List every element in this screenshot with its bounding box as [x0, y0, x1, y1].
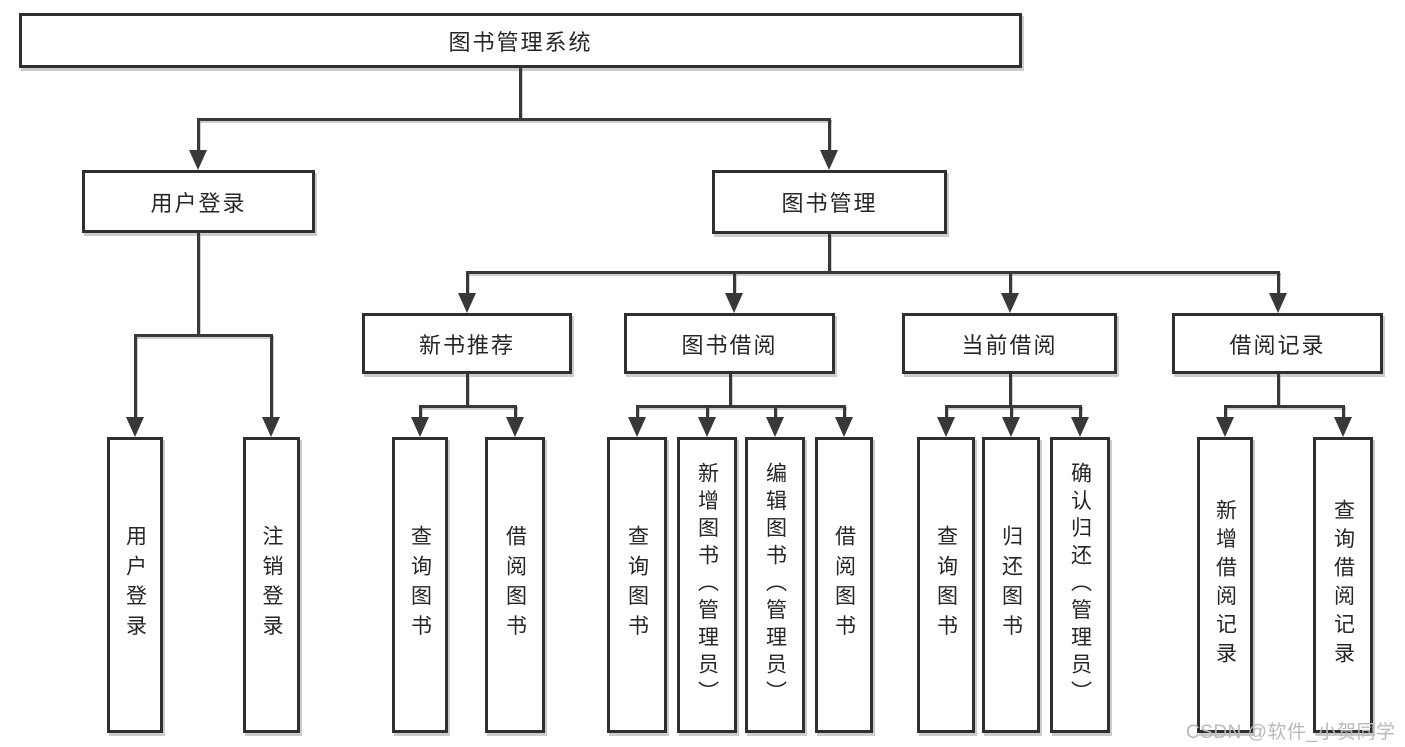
leaf-edit-books-admin-label: 编辑图书（管理员）	[763, 462, 787, 708]
leaf-borrow-books-rec: 借阅图书	[485, 437, 545, 733]
leaf-user-login-label: 用户登录	[123, 525, 147, 645]
connector-bar	[1223, 404, 1345, 408]
connector-bar	[133, 333, 273, 337]
leaf-return-books: 归还图书	[982, 437, 1040, 733]
leaf-query-books-current: 查询图书	[917, 437, 975, 733]
leaf-edit-books-admin: 编辑图书（管理员）	[745, 437, 805, 733]
node-book-management-label: 图书管理	[781, 191, 878, 216]
node-book-borrowing: 图书借阅	[624, 313, 835, 374]
connector-drop-line	[513, 406, 517, 419]
connector-drop-line	[1008, 272, 1012, 295]
csdn-watermark: CSDN @软件_小贺同学	[1186, 722, 1396, 743]
leaf-add-books-admin: 新增图书（管理员）	[677, 437, 737, 733]
leaf-borrow-books-label: 借阅图书	[832, 525, 856, 645]
arrowhead-down-icon	[1269, 293, 1287, 313]
leaf-query-borrow-record: 查询借阅记录	[1313, 437, 1373, 733]
connector-bar	[196, 117, 831, 121]
connector-drop-line	[133, 335, 137, 419]
connector-stem	[518, 68, 522, 119]
arrowhead-down-icon	[698, 417, 716, 437]
connector-drop-line	[1078, 406, 1082, 419]
connector-stem	[827, 234, 831, 272]
connector-drop-line	[269, 335, 273, 419]
node-borrowing-records: 借阅记录	[1172, 313, 1383, 374]
connector-drop-line	[1276, 272, 1280, 295]
connector-bar	[418, 404, 517, 408]
connector-drop-line	[773, 406, 777, 419]
leaf-confirm-return-admin-label: 确认归还（管理员）	[1068, 462, 1092, 708]
connector-drop-line	[842, 406, 846, 419]
leaf-query-books-rec: 查询图书	[392, 437, 448, 733]
arrowhead-down-icon	[506, 417, 524, 437]
node-book-borrowing-label: 图书借阅	[681, 332, 778, 358]
leaf-borrow-books: 借阅图书	[815, 437, 873, 733]
connector-drop-line	[465, 272, 469, 295]
connector-bar	[465, 270, 1280, 274]
connector-drop-line	[705, 406, 709, 419]
node-user-login: 用户登录	[82, 170, 315, 233]
arrowhead-down-icon	[725, 293, 743, 313]
leaf-confirm-return-admin: 确认归还（管理员）	[1050, 437, 1110, 733]
node-library-system-label: 图书管理系统	[448, 29, 593, 55]
connector-bar	[944, 404, 1082, 408]
leaf-query-books-borrow-label: 查询图书	[625, 525, 649, 645]
leaf-return-books-label: 归还图书	[999, 525, 1023, 645]
leaf-user-login: 用户登录	[107, 437, 163, 733]
arrowhead-down-icon	[1216, 417, 1234, 437]
arrowhead-down-icon	[628, 417, 646, 437]
leaf-logout-label: 注销登录	[260, 525, 283, 645]
leaf-query-books-rec-label: 查询图书	[408, 525, 432, 645]
arrowhead-down-icon	[411, 417, 429, 437]
node-borrowing-records-label: 借阅记录	[1229, 332, 1326, 358]
leaf-query-books-borrow: 查询图书	[607, 437, 667, 733]
arrowhead-down-icon	[1071, 417, 1089, 437]
leaf-borrow-books-rec-label: 借阅图书	[503, 525, 527, 645]
arrowhead-down-icon	[835, 417, 853, 437]
connector-drop-line	[635, 406, 639, 419]
connector-drop-line	[944, 406, 948, 419]
connector-stem	[1276, 374, 1280, 406]
node-new-book-recommend-label: 新书推荐	[418, 332, 515, 358]
leaf-query-borrow-record-label: 查询借阅记录	[1331, 499, 1355, 671]
arrowhead-down-icon	[189, 150, 207, 170]
arrowhead-down-icon	[937, 417, 955, 437]
connector-bar	[635, 404, 846, 408]
node-user-login-label: 用户登录	[150, 190, 247, 216]
leaf-add-books-admin-label: 新增图书（管理员）	[695, 462, 719, 708]
arrowhead-down-icon	[126, 417, 144, 437]
connector-drop-line	[732, 272, 736, 295]
node-current-borrowing-label: 当前借阅	[961, 332, 1058, 358]
connector-drop-line	[1341, 406, 1345, 419]
connector-drop-line	[196, 119, 200, 152]
connector-drop-line	[827, 119, 831, 152]
node-current-borrowing: 当前借阅	[902, 313, 1117, 374]
connector-stem	[728, 374, 732, 406]
connector-drop-line	[1009, 406, 1013, 419]
leaf-query-books-current-label: 查询图书	[934, 525, 958, 645]
arrowhead-down-icon	[820, 150, 838, 170]
node-library-system: 图书管理系统	[19, 13, 1022, 68]
arrowhead-down-icon	[1002, 417, 1020, 437]
connector-stem	[465, 374, 469, 406]
arrowhead-down-icon	[262, 417, 280, 437]
leaf-add-borrow-record-label: 新增借阅记录	[1213, 499, 1237, 671]
leaf-logout: 注销登录	[243, 437, 300, 733]
connector-drop-line	[1223, 406, 1227, 419]
connector-stem	[196, 233, 200, 335]
arrowhead-down-icon	[1001, 293, 1019, 313]
arrowhead-down-icon	[1334, 417, 1352, 437]
node-new-book-recommend: 新书推荐	[362, 313, 572, 374]
leaf-add-borrow-record: 新增借阅记录	[1197, 437, 1253, 733]
connector-drop-line	[418, 406, 422, 419]
arrowhead-down-icon	[458, 293, 476, 313]
arrowhead-down-icon	[766, 417, 784, 437]
connector-stem	[1008, 374, 1012, 406]
node-book-management: 图书管理	[712, 170, 947, 234]
